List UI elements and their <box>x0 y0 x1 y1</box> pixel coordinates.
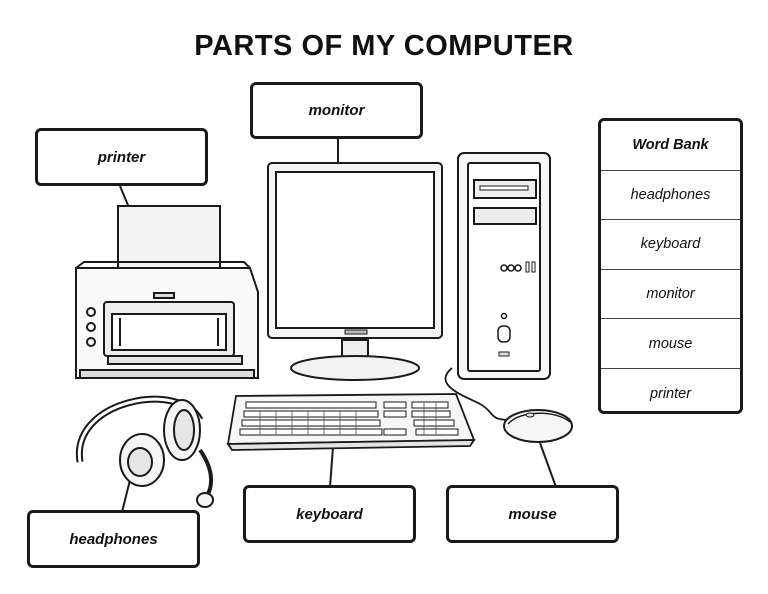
monitor-icon <box>267 162 443 381</box>
word-bank-item: keyboard <box>601 220 740 270</box>
keyboard-icon <box>226 393 476 451</box>
word-bank-heading: Word Bank <box>601 121 740 171</box>
monitor-label: monitor <box>250 82 423 139</box>
word-bank-item: mouse <box>601 319 740 369</box>
mouse-icon <box>503 409 573 443</box>
word-bank-item: headphones <box>601 171 740 221</box>
mouse-label: mouse <box>446 485 619 543</box>
mouse-connector <box>539 442 557 488</box>
printer-icon <box>75 205 259 379</box>
headphones-label: headphones <box>27 510 200 568</box>
headphones-connector <box>121 479 131 513</box>
keyboard-connector <box>329 446 334 488</box>
word-bank-item: printer <box>649 385 692 402</box>
printer-label: printer <box>35 128 208 186</box>
mouse-cable <box>444 367 511 421</box>
tower-icon <box>457 152 551 380</box>
word-bank-item: monitor <box>601 270 740 320</box>
headphones-icon <box>76 395 214 508</box>
word-bank: Word Bank headphones keyboard monitor mo… <box>598 118 743 414</box>
page-title: PARTS OF MY COMPUTER <box>194 30 574 62</box>
keyboard-label: keyboard <box>243 485 416 543</box>
